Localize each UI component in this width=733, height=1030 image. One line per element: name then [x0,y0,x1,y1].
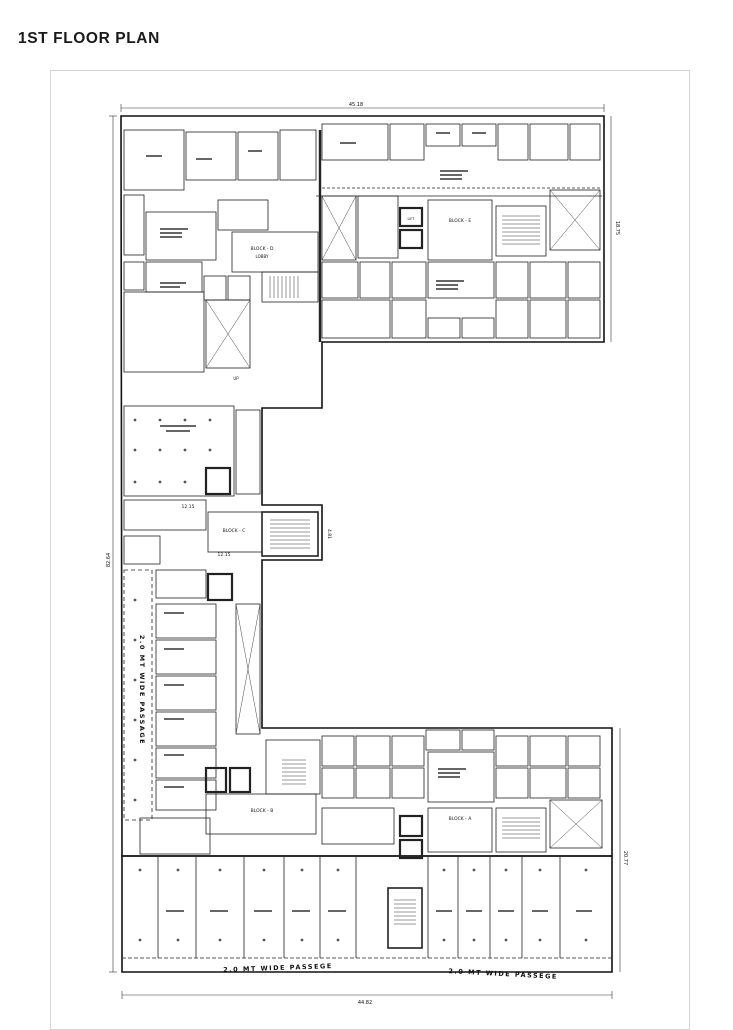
left-column-rooms [123,405,319,855]
label-up: UP [233,376,239,381]
label-block-d: BLOCK - D [250,246,274,252]
label-block-e: BLOCK - E [449,218,472,224]
dim-mid-b: 12.15 [218,552,231,558]
stair-upper-left [269,276,299,298]
shop-strip [122,856,612,959]
dim-connector: 4.81 [326,529,332,539]
dim-bottom-width: 44.82 [358,1000,372,1006]
label-lift: LIFT [407,217,415,221]
label-passage-bottom-b: 2.0 MT WIDE PASSEGE [448,967,558,981]
label-lobby: LOBBY [256,254,270,259]
dimension-texts: 45.18 44.82 82.64 18.75 20.77 12.15 12.1… [106,102,628,1006]
dim-top-width: 45.18 [349,102,363,108]
label-passage-bottom-a: 2.0 MT WIDE PASSEGE [223,962,333,974]
dimension-lines [109,104,621,999]
room-label-marks [146,132,592,912]
dim-right-lower: 20.77 [622,851,628,865]
block-labels: BLOCK - D BLOCK - E BLOCK - C BLOCK - B … [223,217,473,822]
dim-mid-a: 12.15 [182,504,195,510]
staircases [269,215,540,925]
stair-upper-right [502,215,540,245]
label-block-b: BLOCK - B [251,808,274,814]
dim-left-height: 82.64 [106,553,112,567]
label-passage-left: 2.0 MT WIDE PASSAGE [138,635,146,745]
page-title: 1ST FLOOR PLAN [18,30,160,47]
stair-lower-right [502,817,540,839]
structural-columns [133,418,588,942]
shaft-crosses [205,189,603,849]
label-block-c: BLOCK - C [223,528,246,534]
upper-wing-rooms [123,123,602,373]
stair-lower-left [282,759,306,785]
stair-connector [270,519,310,549]
lower-wing-rooms [204,729,603,860]
label-block-a: BLOCK - A [449,816,473,822]
outer-walls [120,115,613,973]
stair-shops [394,899,416,925]
dim-right-upper: 18.75 [614,221,620,235]
